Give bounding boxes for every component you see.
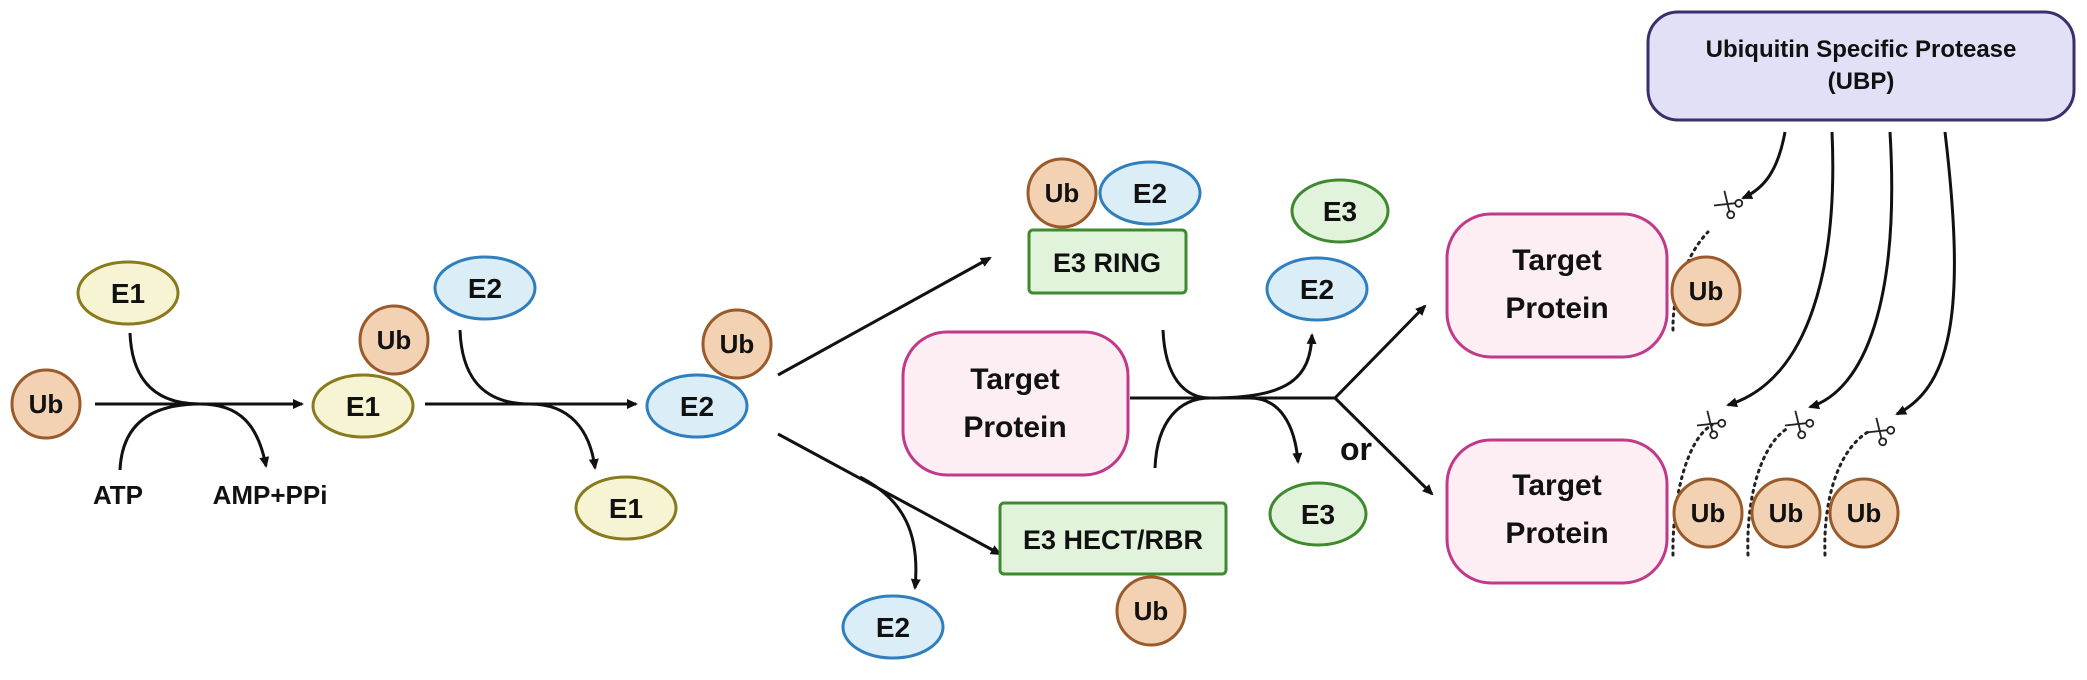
target-protein-mono-ub: Target Protein Ub bbox=[1445, 212, 1742, 359]
target-protein-poly-ub: Target Protein Ub Ub Ub bbox=[1445, 438, 1900, 585]
svg-text:Ub: Ub bbox=[1689, 276, 1724, 306]
svg-text:Protein: Protein bbox=[1505, 517, 1608, 550]
svg-text:Target: Target bbox=[1512, 244, 1601, 277]
curve-e2-in bbox=[458, 329, 531, 406]
svg-text:E2: E2 bbox=[1300, 274, 1334, 305]
curve-hect-in bbox=[1153, 396, 1211, 469]
ub-node: Ub bbox=[10, 368, 82, 440]
connectors bbox=[95, 131, 1956, 590]
e3-ring-complex: Ub E2 E3 RING bbox=[1026, 157, 1202, 295]
curve-e1-in bbox=[128, 332, 201, 406]
svg-text:Ub: Ub bbox=[1769, 498, 1804, 528]
e2-released-ring: E2 bbox=[1265, 256, 1369, 322]
svg-text:E3: E3 bbox=[1323, 196, 1357, 227]
e2-ub-complex: E2 Ub bbox=[645, 308, 773, 439]
scissors-icon bbox=[1783, 408, 1816, 441]
arrow-to-poly-ub bbox=[1333, 396, 1434, 496]
svg-text:Protein: Protein bbox=[1505, 292, 1608, 325]
arrow-ubp-2 bbox=[1726, 131, 1835, 408]
arrow-to-e3-hect bbox=[777, 432, 1002, 556]
svg-text:Target: Target bbox=[1512, 469, 1601, 502]
svg-text:Ubiquitin Specific Protease: Ubiquitin Specific Protease bbox=[1706, 36, 2017, 63]
e2-released-hect: E2 bbox=[841, 594, 945, 660]
curve-e3-out bbox=[1249, 396, 1303, 464]
e3-released-bottom: E3 bbox=[1268, 481, 1368, 547]
svg-text:E1: E1 bbox=[111, 278, 145, 309]
curve-atp-in bbox=[118, 402, 201, 471]
svg-text:Ub: Ub bbox=[29, 389, 64, 419]
svg-text:Ub: Ub bbox=[377, 325, 412, 355]
arrow-to-mono-ub bbox=[1333, 304, 1427, 400]
curve-e2-release bbox=[859, 475, 921, 590]
scissors-icon bbox=[1712, 188, 1745, 221]
curve-amp-out bbox=[199, 402, 270, 468]
arrow-ubp-4 bbox=[1895, 131, 1956, 416]
e1-ub-complex: E1 Ub bbox=[311, 304, 430, 439]
svg-text:(UBP): (UBP) bbox=[1828, 68, 1895, 95]
svg-text:E1: E1 bbox=[609, 493, 643, 524]
svg-text:E3 RING: E3 RING bbox=[1053, 248, 1161, 278]
arrow-ubp-3 bbox=[1808, 131, 1894, 410]
curve-e1-out bbox=[529, 402, 599, 470]
e1-released-node: E1 bbox=[574, 475, 678, 541]
e3-released-top: E3 bbox=[1290, 178, 1390, 244]
svg-text:E3: E3 bbox=[1301, 499, 1335, 530]
or-label: or bbox=[1340, 431, 1372, 467]
svg-text:Ub: Ub bbox=[720, 329, 755, 359]
curve-ring-in bbox=[1161, 329, 1211, 400]
e1-node: E1 bbox=[76, 260, 180, 326]
svg-text:E2: E2 bbox=[680, 391, 714, 422]
svg-text:E1: E1 bbox=[346, 391, 380, 422]
svg-text:Ub: Ub bbox=[1134, 596, 1169, 626]
svg-text:Ub: Ub bbox=[1691, 498, 1726, 528]
target-protein-substrate: Target Protein bbox=[901, 330, 1130, 477]
svg-text:Target: Target bbox=[970, 363, 1059, 396]
atp-label: ATP bbox=[93, 480, 143, 510]
svg-text:Protein: Protein bbox=[963, 411, 1066, 444]
ubp-box: Ubiquitin Specific Protease (UBP) bbox=[1646, 10, 2076, 122]
svg-text:E2: E2 bbox=[876, 612, 910, 643]
e2-node: E2 bbox=[433, 255, 537, 321]
scissors-icon bbox=[1864, 415, 1897, 448]
svg-text:Ub: Ub bbox=[1847, 498, 1882, 528]
arrow-ubp-1 bbox=[1741, 131, 1787, 200]
curve-e2-out bbox=[1209, 333, 1317, 400]
arrow-to-e3-ring bbox=[777, 256, 992, 377]
amp-ppi-label: AMP+PPi bbox=[213, 480, 328, 510]
svg-text:E2: E2 bbox=[468, 273, 502, 304]
svg-text:E2: E2 bbox=[1133, 178, 1167, 209]
svg-text:E3 HECT/RBR: E3 HECT/RBR bbox=[1023, 525, 1203, 555]
svg-text:Ub: Ub bbox=[1045, 178, 1080, 208]
e3-hect-rbr-complex: E3 HECT/RBR Ub bbox=[998, 501, 1228, 647]
